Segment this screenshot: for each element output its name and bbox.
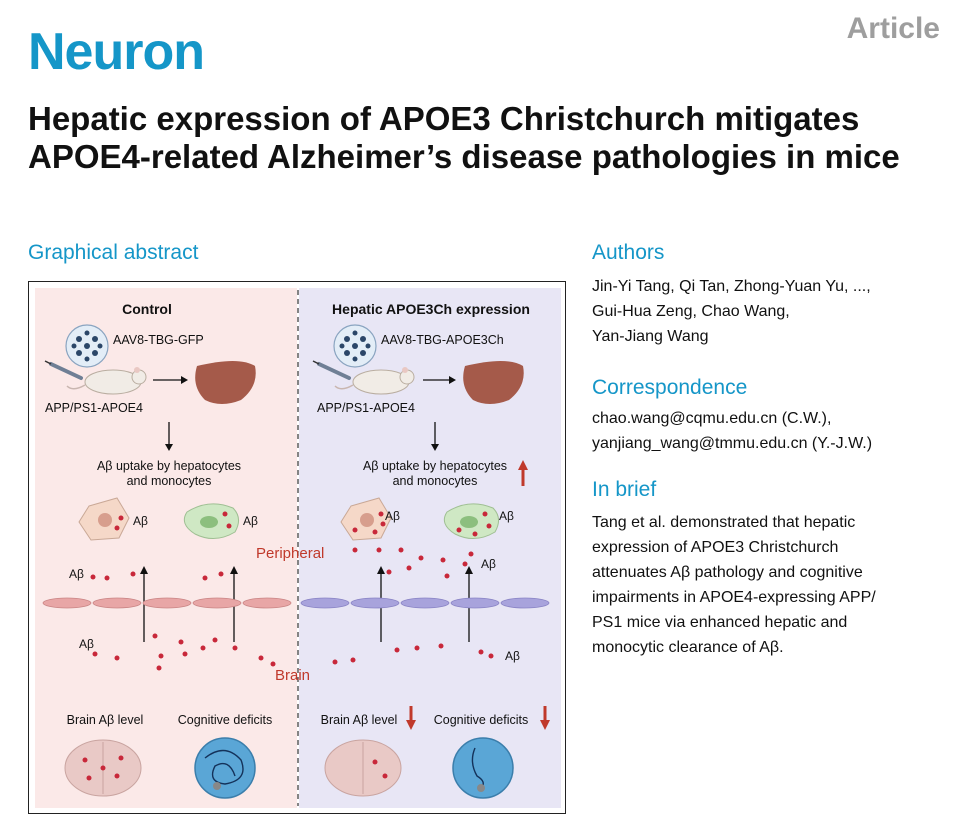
left-uptake-line2: and monocytes [127, 474, 212, 488]
up-arrow-left-1 [140, 566, 148, 642]
virus-icon [65, 324, 109, 368]
monocyte-icon [183, 503, 239, 539]
right-brain-dots [332, 643, 494, 665]
in-brief-line: impairments in APOE4-expressing APP/ [592, 589, 876, 606]
left-monocyte-abeta: Aβ [243, 514, 258, 528]
authors-line: Jin-Yi Tang, Qi Tan, Zhong-Yuan Yu, ..., [592, 278, 871, 295]
down-arrow-right [431, 422, 439, 451]
left-brain-level-label: Brain Aβ level [67, 713, 144, 727]
left-peripheral-abeta: Aβ [69, 567, 84, 581]
in-brief-line: attenuates Aβ pathology and cognitive [592, 564, 863, 581]
left-cognitive-label: Cognitive deficits [178, 713, 273, 727]
authors-line: Gui-Hua Zeng, Chao Wang, [592, 303, 790, 320]
hepatocyte-icon [78, 497, 130, 541]
right-panel-title: Hepatic APOE3Ch expression [332, 301, 530, 317]
up-arrow-left-2 [230, 566, 238, 642]
endothelium-left [42, 597, 292, 609]
right-uptake-line2: and monocytes [393, 474, 478, 488]
endothelium-right [300, 597, 550, 609]
in-brief-line: monocytic clearance of Aβ. [592, 639, 784, 656]
left-vector-label: AAV8-TBG-GFP [113, 333, 204, 347]
water-maze-icon-right [452, 737, 514, 799]
in-brief-heading: In brief [592, 478, 657, 501]
syringe-icon [44, 360, 83, 380]
right-brain-abeta: Aβ [505, 649, 520, 663]
email-link[interactable]: yanjiang_wang@tmmu.edu.cn (Y.-J.W.) [592, 435, 873, 452]
left-model-label: APP/PS1-APOE4 [45, 401, 143, 415]
authors-heading: Authors [592, 241, 665, 264]
right-vector-label: AAV8-TBG-APOE3Ch [381, 333, 504, 347]
right-hepatocyte-abeta: Aβ [385, 509, 400, 523]
in-brief-text: Tang et al. demonstrated that hepatic ex… [592, 510, 942, 660]
monocyte-icon-right [443, 503, 499, 539]
liver-icon [195, 361, 256, 404]
authors-line: Yan-Jiang Wang [592, 328, 709, 345]
in-brief-line: PS1 mice via enhanced hepatic and [592, 614, 848, 631]
right-model-label: APP/PS1-APOE4 [317, 401, 415, 415]
increase-arrow-icon [518, 460, 528, 486]
journal-name: Neuron [28, 23, 205, 81]
left-peripheral-dots [90, 571, 224, 581]
right-cognitive-label: Cognitive deficits [434, 713, 529, 727]
right-brain-level-label: Brain Aβ level [321, 713, 398, 727]
right-peripheral-abeta: Aβ [481, 557, 496, 571]
correspondence-list: chao.wang@cqmu.edu.cn (C.W.), yanjiang_w… [592, 406, 942, 456]
arrow-to-liver-right [423, 376, 456, 384]
left-hepatocyte-abeta: Aβ [133, 514, 148, 528]
water-maze-icon [194, 737, 256, 799]
brain-icon-right [324, 739, 402, 797]
article-type-label: Article [846, 12, 940, 45]
brain-icon [64, 739, 142, 797]
mouse-icon [66, 367, 147, 395]
graphical-abstract-heading: Graphical abstract [28, 241, 199, 264]
brain-label: Brain [275, 667, 310, 684]
email-link[interactable]: chao.wang@cqmu.edu.cn (C.W.), [592, 410, 832, 427]
graphical-abstract-figure: Control Hepatic APOE3Ch expression AAV8-… [28, 281, 566, 814]
left-uptake-line1: Aβ uptake by hepatocytes [97, 459, 241, 473]
mouse-icon-right [334, 367, 415, 395]
decrease-arrow-icon-2 [540, 706, 550, 730]
graphical-abstract-svg: Control Hepatic APOE3Ch expression AAV8-… [35, 288, 561, 808]
arrow-to-liver-left [153, 376, 188, 384]
article-title: Hepatic expression of APOE3 Christchurch… [28, 100, 900, 175]
correspondence-heading: Correspondence [592, 376, 748, 399]
left-panel-title: Control [122, 301, 172, 317]
in-brief-line: expression of APOE3 Christchurch [592, 539, 839, 556]
right-uptake-line1: Aβ uptake by hepatocytes [363, 459, 507, 473]
virus-icon-right [333, 324, 377, 368]
right-peripheral-dots [352, 547, 474, 579]
hepatocyte-icon-right [340, 497, 392, 541]
syringe-icon-right [312, 360, 351, 380]
decrease-arrow-icon [406, 706, 416, 730]
peripheral-label: Peripheral [256, 545, 324, 562]
right-monocyte-abeta: Aβ [499, 509, 514, 523]
left-brain-abeta: Aβ [79, 637, 94, 651]
in-brief-line: Tang et al. demonstrated that hepatic [592, 514, 856, 531]
liver-icon-right [463, 361, 524, 404]
left-brain-dots [92, 633, 276, 671]
down-arrow-left [165, 422, 173, 451]
authors-list: Jin-Yi Tang, Qi Tan, Zhong-Yuan Yu, ...,… [592, 274, 942, 349]
